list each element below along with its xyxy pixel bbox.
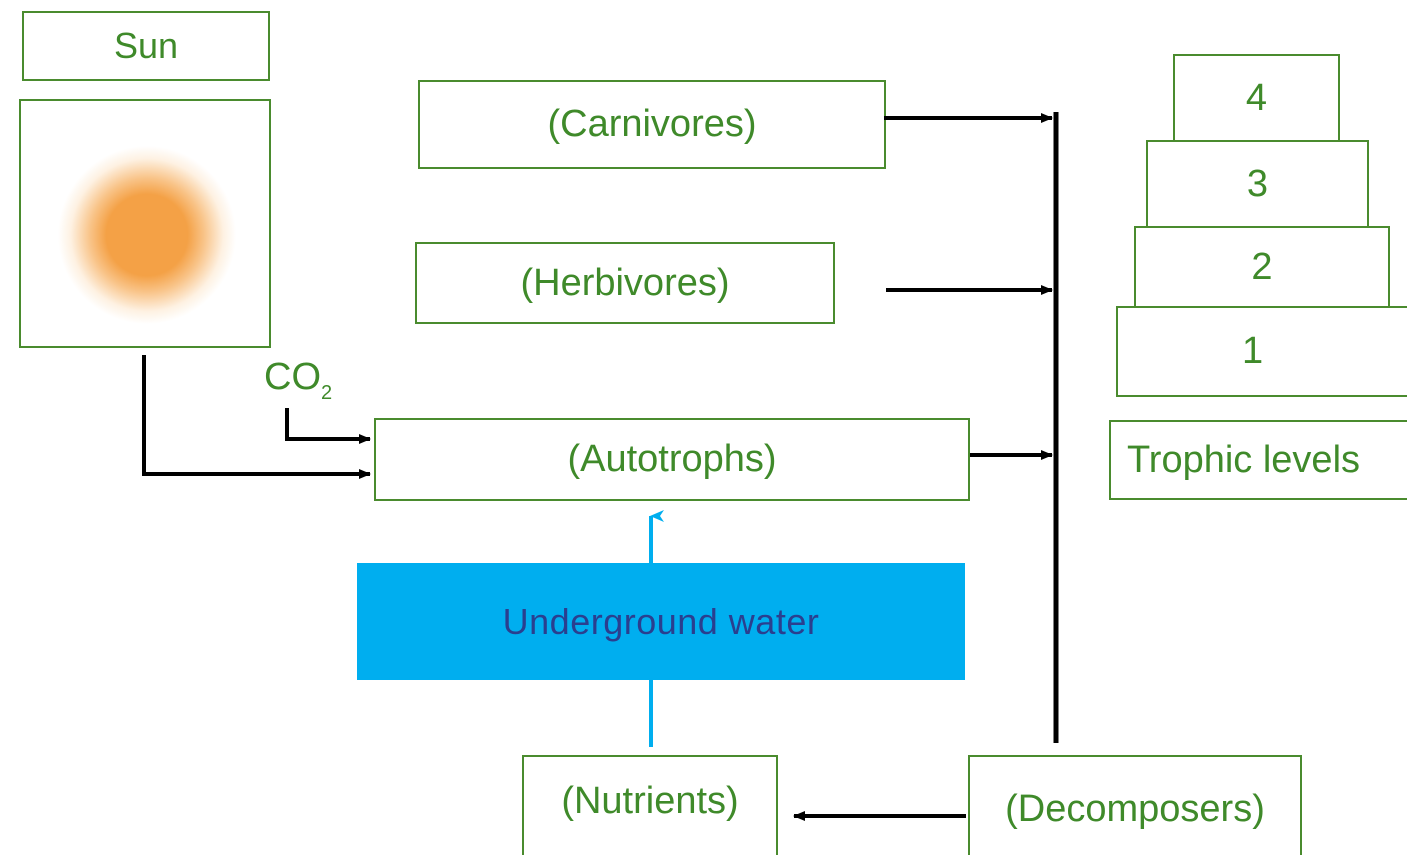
co2-text: CO — [264, 356, 321, 398]
sun-label: Sun — [113, 25, 179, 66]
trophic-level-3: 3 — [1146, 140, 1369, 228]
trophic-level-3-label: 3 — [1246, 162, 1269, 205]
trophic-level-4-label: 4 — [1245, 76, 1268, 119]
herbivores-label: (Herbivores) — [520, 261, 730, 304]
decomposers-label: (Decomposers) — [1005, 787, 1265, 830]
decomposers-box: (Decomposers) — [968, 755, 1302, 855]
sun-glow — [57, 145, 237, 325]
trophic-level-2-label: 2 — [1251, 245, 1273, 288]
trophic-levels-label: Trophic levels — [1127, 438, 1361, 481]
co2-subscript: 2 — [321, 382, 333, 404]
trophic-levels-label-box: Trophic levels — [1109, 420, 1407, 500]
trophic-level-1-label: 1 — [1242, 330, 1264, 372]
autotrophs-label: (Autotrophs) — [567, 438, 777, 480]
sun-label-box: Sun — [22, 11, 270, 81]
co2-label: CO2 — [264, 356, 332, 405]
trophic-level-4: 4 — [1173, 54, 1340, 142]
nutrients-box: (Nutrients) — [522, 755, 778, 855]
autotrophs-box: (Autotrophs) — [374, 418, 970, 501]
trophic-level-2: 2 — [1134, 226, 1390, 308]
herbivores-box: (Herbivores) — [415, 242, 835, 324]
nutrients-label: (Nutrients) — [561, 779, 739, 822]
sun-image — [19, 99, 271, 348]
carnivores-box: (Carnivores) — [418, 80, 886, 169]
co2-arrow — [285, 408, 371, 444]
sun-arrow — [142, 355, 371, 479]
trophic-level-1: 1 — [1116, 306, 1407, 397]
underground-water-label: Underground water — [502, 600, 820, 642]
carnivores-label: (Carnivores) — [547, 103, 757, 145]
underground-water-block: Underground water — [357, 563, 965, 680]
